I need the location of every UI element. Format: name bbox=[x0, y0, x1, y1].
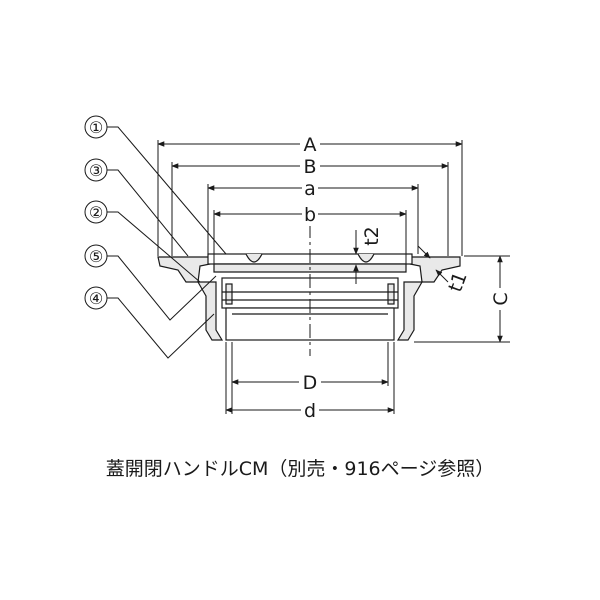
dim-t1-line bbox=[417, 245, 449, 283]
dim-a-label: a bbox=[304, 178, 316, 200]
dim-D-label: D bbox=[303, 372, 318, 394]
dim-C-label: C bbox=[490, 292, 512, 305]
dim-t2-label: t2 bbox=[361, 226, 383, 246]
part-3-label: ③ bbox=[89, 161, 103, 180]
drain-body bbox=[157, 256, 461, 341]
part-5-label: ⑤ bbox=[89, 247, 103, 266]
dim-d-label: d bbox=[304, 400, 316, 422]
caption-text: 蓋開閉ハンドルCM（別売・916ページ参照） bbox=[105, 458, 495, 480]
dim-B-label: B bbox=[303, 156, 316, 178]
part-2-label: ② bbox=[89, 203, 103, 222]
dim-A-label: A bbox=[304, 134, 317, 156]
dim-b-label: b bbox=[304, 204, 316, 226]
part-1-label: ① bbox=[89, 118, 103, 137]
dim-t1-label: t1 bbox=[444, 269, 471, 295]
part-4-label: ④ bbox=[89, 289, 103, 308]
